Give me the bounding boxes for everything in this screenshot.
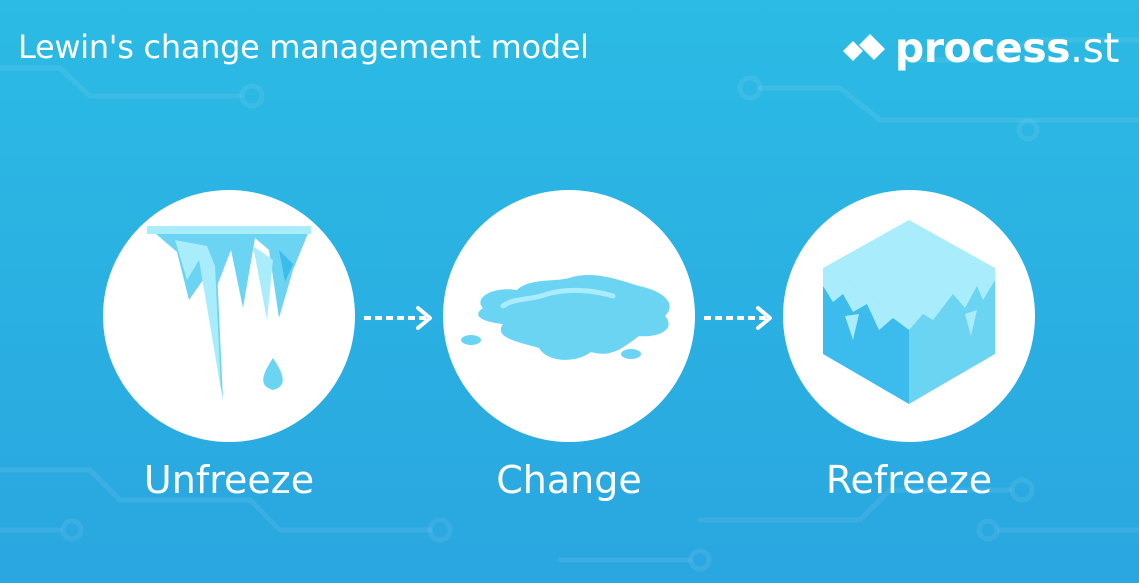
stage-refreeze: Refreeze (783, 190, 1035, 502)
brand-name-main: process (894, 24, 1071, 72)
stage-circle (443, 190, 695, 442)
water-puddle-icon (461, 275, 670, 360)
icicle-icon (147, 226, 311, 400)
stage-label-unfreeze: Unfreeze (143, 458, 315, 502)
brand-name-suffix: .st (1070, 24, 1119, 72)
stage-circle (783, 190, 1035, 442)
stage-circle (103, 190, 355, 442)
brand-logo[interactable]: process.st (839, 24, 1119, 72)
stage-label-refreeze: Refreeze (825, 458, 993, 502)
stage-label-change: Change (496, 458, 642, 502)
stage-change: Change (443, 190, 695, 502)
dashed-arrow-right-icon (704, 306, 772, 330)
brand-name: process.st (894, 24, 1120, 72)
ice-cube-icon (823, 220, 995, 404)
process-st-logo-icon (842, 34, 885, 61)
stage-unfreeze: Unfreeze (103, 190, 355, 502)
page-title: Lewin's change management model (18, 28, 589, 66)
dashed-arrow-right-icon (364, 306, 432, 330)
